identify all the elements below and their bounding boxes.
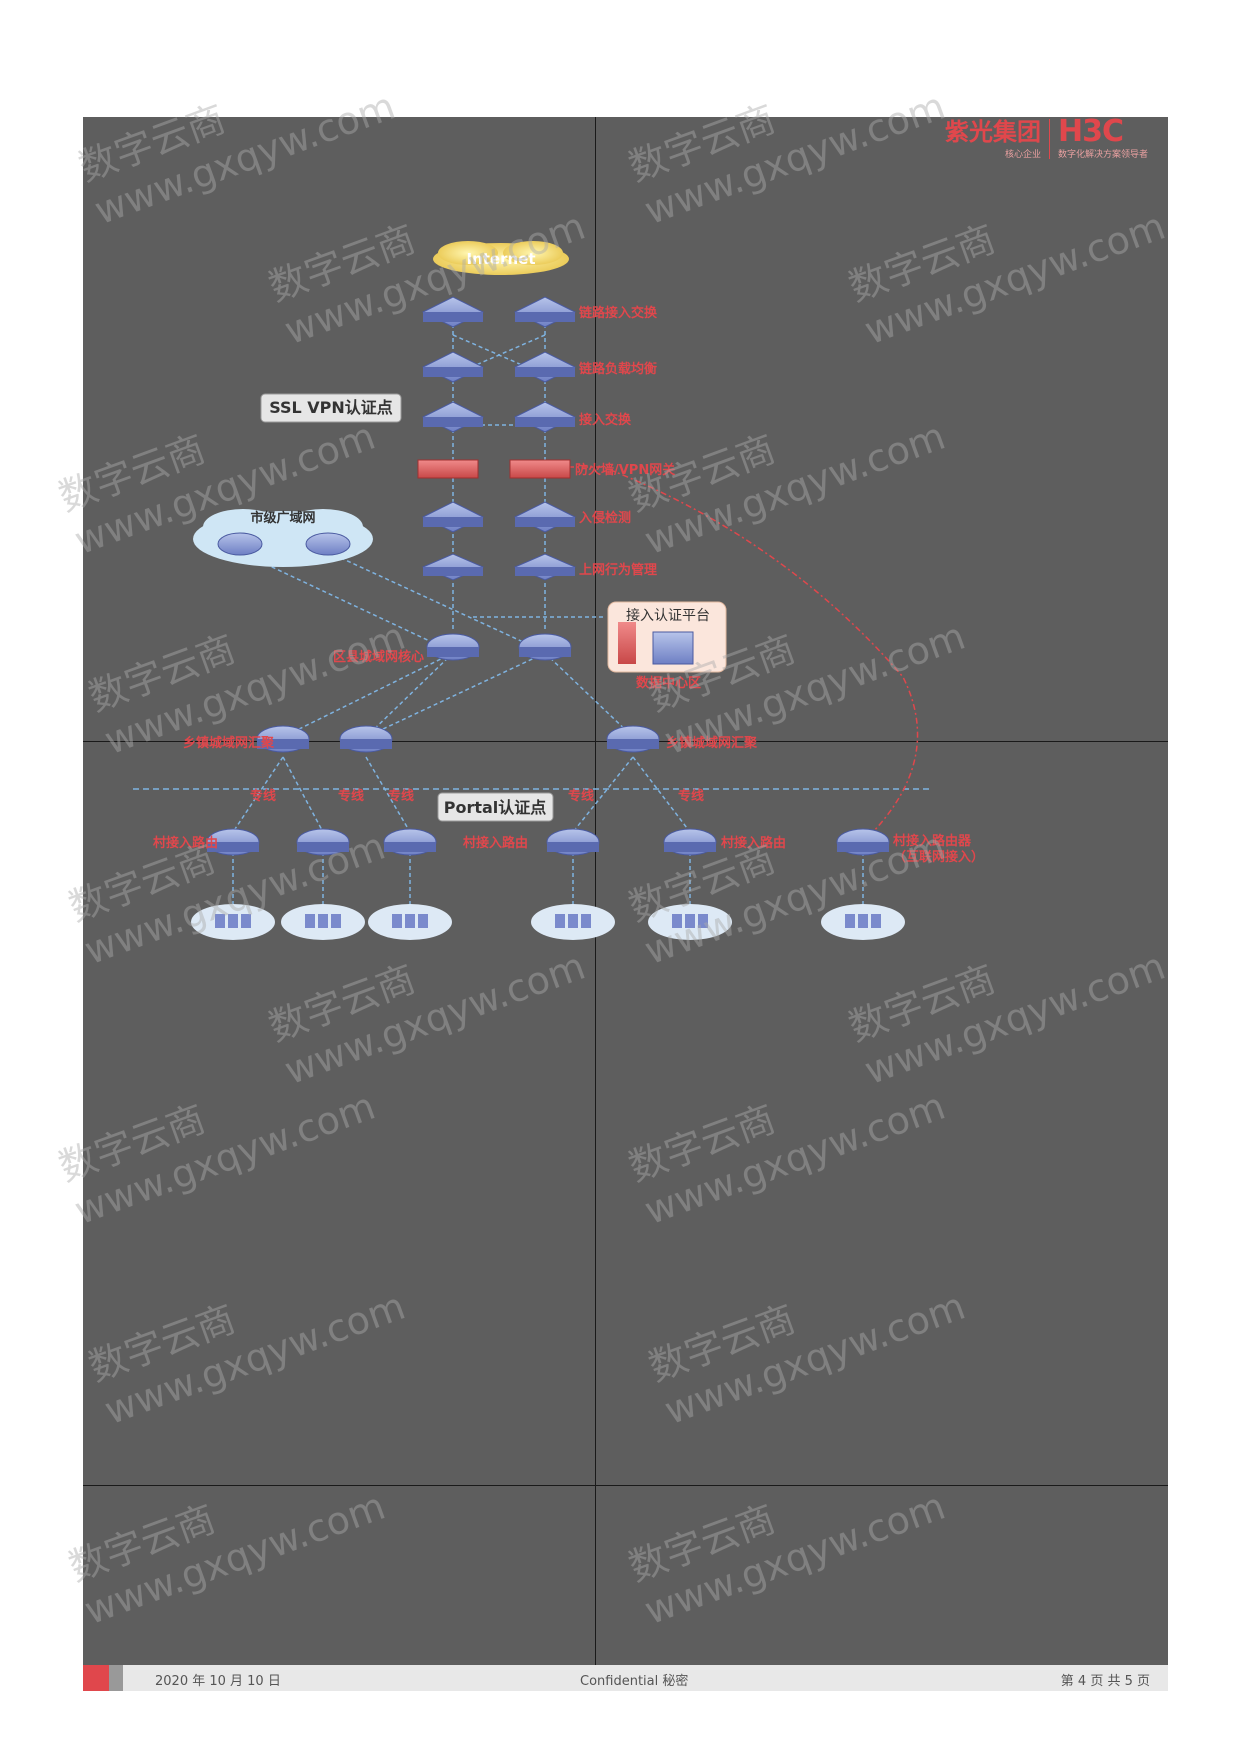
- vpn-tunnel-line: [568, 466, 919, 833]
- label-agg-left: 乡镇城域网汇聚: [183, 735, 275, 751]
- aggregation-routers: [256, 725, 660, 753]
- portal-label: Portal认证点: [444, 798, 547, 817]
- city-wan-cloud: 市级广域网: [193, 509, 373, 567]
- label-village-right-2: （互联网接入）: [893, 849, 984, 865]
- label-village-mid: 村接入路由: [463, 835, 528, 851]
- link-tag-4: 专线: [568, 788, 594, 804]
- portal-box: Portal认证点: [437, 792, 554, 822]
- link-tag-3: 专线: [388, 788, 414, 804]
- link-tag-2: 专线: [338, 788, 364, 804]
- footer-accent-red: [83, 1665, 109, 1691]
- label-core: 区县城域网核心: [333, 649, 424, 665]
- vertical-guide: [595, 117, 596, 1665]
- h3c-logo-subtitle: 数字化解决方案领导者: [1057, 150, 1148, 160]
- h3c-logo-text: H3C: [1057, 114, 1124, 149]
- network-diagram: Internet: [133, 241, 984, 940]
- label-intrusion: 入侵检测: [579, 510, 631, 526]
- label-agg-right: 乡镇城域网汇聚: [666, 735, 758, 751]
- city-wan-label: 市级广域网: [250, 510, 315, 526]
- brand-logo: 紫光集团 核心企业 H3C 数字化解决方案领导者: [945, 117, 1148, 161]
- core-routers: [426, 633, 572, 661]
- stack-right: [509, 296, 577, 581]
- platform-label: 接入认证平台: [626, 607, 710, 624]
- label-behavior: 上网行为管理: [579, 562, 657, 578]
- auth-platform: 接入认证平台: [607, 601, 727, 673]
- endpoint-clouds: [191, 904, 905, 940]
- label-access-switch: 接入交换: [579, 412, 632, 428]
- ziguang-logo-text: 紫光集团: [944, 118, 1041, 146]
- footer-page-number: 第 4 页 共 5 页: [1060, 1674, 1150, 1689]
- label-load-balancer: 链路负载均衡: [578, 361, 657, 377]
- footer-accent-gray: [109, 1665, 123, 1691]
- link-lines: [232, 317, 864, 917]
- horizontal-guide-2: [83, 1485, 1168, 1486]
- internet-label: Internet: [466, 250, 535, 268]
- page-footer: 2020 年 10 月 10 日 Confidential 秘密 第 4 页 共…: [83, 1665, 1168, 1691]
- ssl-vpn-label: SSL VPN认证点: [269, 398, 393, 417]
- logo-separator: [1048, 119, 1050, 159]
- label-village-mid2: 村接入路由: [721, 835, 786, 851]
- label-datacenter: 数据中心区: [636, 675, 701, 691]
- ziguang-logo-subtitle: 核心企业: [1004, 150, 1041, 160]
- footer-date: 2020 年 10 月 10 日: [155, 1674, 281, 1689]
- link-tag-5: 专线: [678, 788, 704, 804]
- slide-canvas: 紫光集团 核心企业 H3C 数字化解决方案领导者: [83, 117, 1168, 1665]
- stack-left: [417, 296, 485, 581]
- label-village-right-1: 村接入路由器: [893, 833, 972, 849]
- link-tag-1: 专线: [250, 788, 276, 804]
- village-routers: [206, 828, 890, 856]
- internet-cloud: Internet: [433, 241, 569, 275]
- label-link-switch: 链路接入交换: [578, 305, 658, 321]
- footer-confidential: Confidential 秘密: [580, 1674, 689, 1689]
- label-firewall-vpn: 防火墙/VPN网关: [575, 462, 675, 478]
- label-village-left: 村接入路由: [153, 835, 218, 851]
- ssl-vpn-box: SSL VPN认证点: [260, 393, 402, 423]
